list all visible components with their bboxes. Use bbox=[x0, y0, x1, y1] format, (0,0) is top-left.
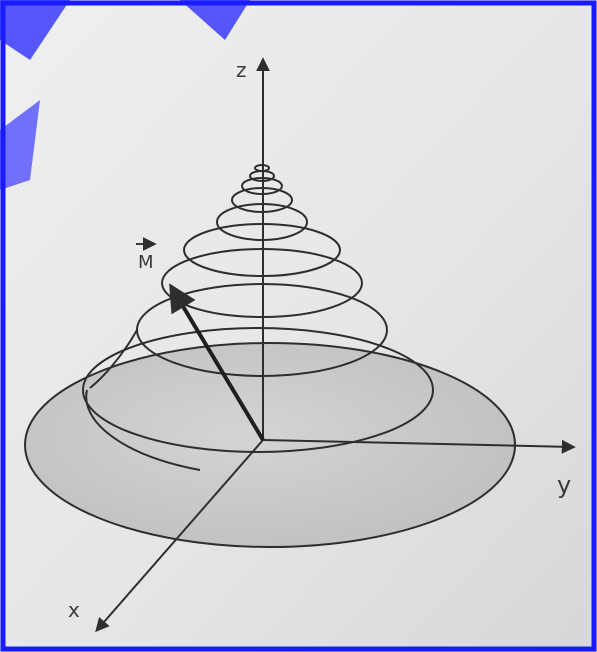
x-axis bbox=[95, 439, 264, 633]
vector-m-label: M bbox=[138, 252, 154, 273]
corner-accent-top bbox=[180, 0, 250, 40]
spiral-link-2 bbox=[89, 329, 138, 389]
y-axis-label: y bbox=[557, 471, 572, 499]
z-axis-label: z bbox=[236, 58, 247, 82]
corner-accent-top-left bbox=[0, 0, 70, 60]
ring-1 bbox=[82, 327, 434, 453]
y-axis bbox=[262, 439, 576, 454]
corner-accent-left bbox=[0, 100, 40, 190]
x-axis-label: x bbox=[68, 598, 80, 622]
vector-m bbox=[169, 283, 265, 442]
spiral-link-1 bbox=[85, 389, 201, 471]
